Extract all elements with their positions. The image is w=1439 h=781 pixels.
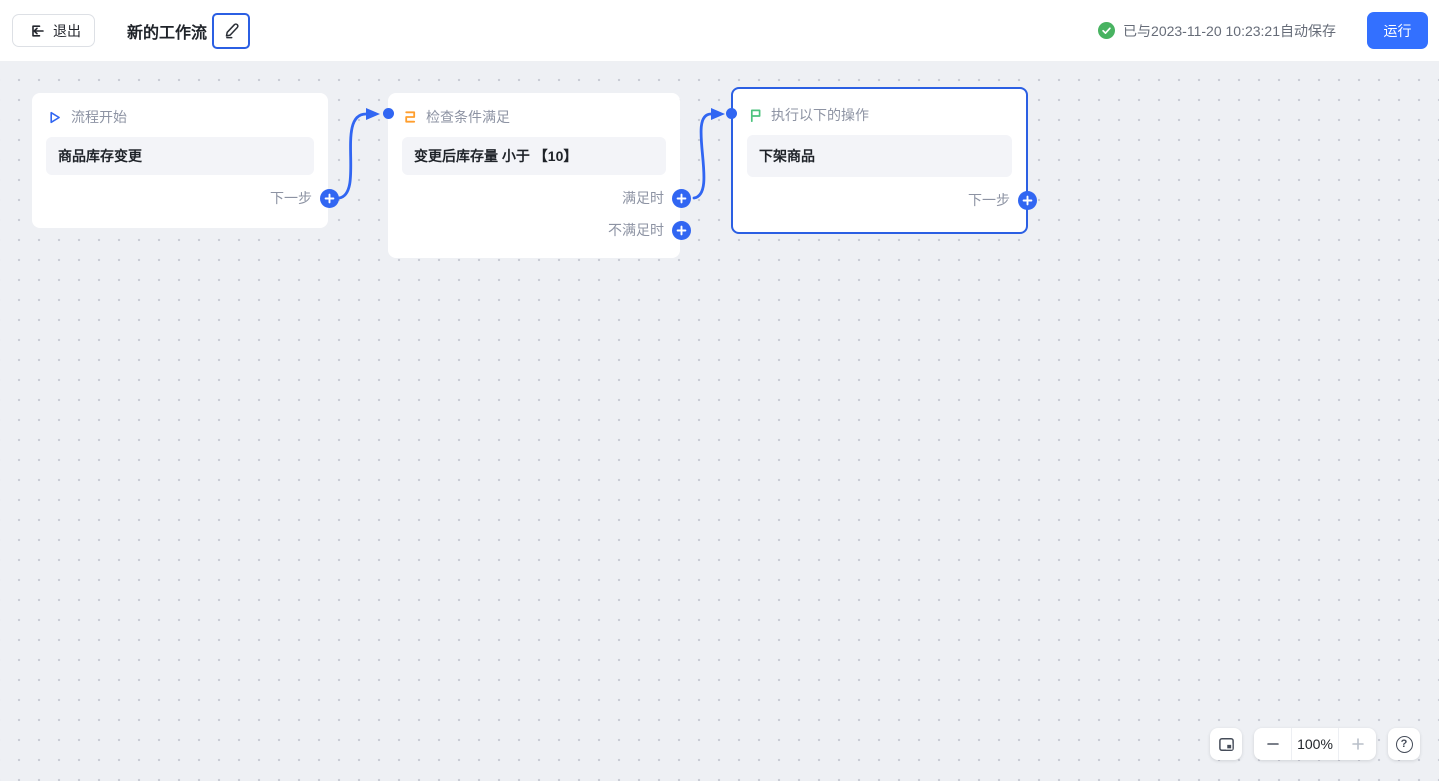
zoom-in-button[interactable] bbox=[1339, 728, 1376, 760]
play-icon bbox=[46, 109, 63, 126]
edit-title-button[interactable] bbox=[212, 12, 251, 49]
node-header-label: 检查条件满足 bbox=[426, 109, 510, 125]
exit-button[interactable]: 退出 bbox=[12, 14, 95, 47]
workflow-canvas[interactable]: 流程开始 商品库存变更 下一步 检查条件满足 变更后库存量 小于 【10】 bbox=[0, 62, 1439, 781]
zoom-out-button[interactable] bbox=[1254, 728, 1291, 760]
minus-icon bbox=[1266, 737, 1280, 751]
help-icon: ? bbox=[1395, 735, 1413, 753]
workflow-title: 新的工作流 bbox=[127, 24, 208, 42]
autosave-text: 已与2023-11-20 10:23:21自动保存 bbox=[1123, 22, 1336, 39]
action-row-label: 下一步 bbox=[968, 192, 1010, 208]
check-circle-icon bbox=[1098, 22, 1116, 39]
canvas-controls: 100% ? bbox=[1210, 728, 1420, 760]
node-condition[interactable]: 检查条件满足 变更后库存量 小于 【10】 满足时 不满足时 bbox=[388, 93, 691, 258]
node-content[interactable]: 商品库存变更 bbox=[46, 137, 314, 175]
action-row-label: 不满足时 bbox=[608, 222, 664, 238]
exit-icon bbox=[26, 21, 46, 41]
edge-condition-to-action bbox=[692, 108, 725, 200]
exit-button-label: 退出 bbox=[53, 22, 81, 39]
node-content[interactable]: 变更后库存量 小于 【10】 bbox=[402, 137, 666, 175]
fit-view-button[interactable] bbox=[1210, 728, 1242, 760]
plus-icon bbox=[1351, 737, 1365, 751]
add-next-step-button[interactable] bbox=[1018, 190, 1037, 210]
zoom-control: 100% bbox=[1254, 728, 1376, 760]
branch-icon bbox=[402, 109, 418, 125]
topbar: 退出 新的工作流 已与2023-11-20 10:23:21自动保存 运行 bbox=[0, 0, 1439, 62]
input-port-action bbox=[726, 108, 737, 119]
flag-icon bbox=[747, 107, 763, 123]
node-header-label: 执行以下的操作 bbox=[771, 107, 869, 123]
node-content[interactable]: 下架商品 bbox=[747, 135, 1012, 177]
node-trigger[interactable]: 流程开始 商品库存变更 下一步 bbox=[32, 93, 339, 228]
action-row-label: 满足时 bbox=[622, 190, 664, 206]
add-when-not-met-button[interactable] bbox=[672, 220, 691, 240]
edge-start-to-condition bbox=[337, 108, 380, 200]
add-when-met-button[interactable] bbox=[672, 188, 691, 208]
autosave-status: 已与2023-11-20 10:23:21自动保存 bbox=[1098, 21, 1336, 41]
fit-view-icon bbox=[1217, 735, 1236, 754]
action-row-label: 下一步 bbox=[270, 190, 312, 206]
node-header-label: 流程开始 bbox=[71, 109, 127, 125]
node-action[interactable]: 执行以下的操作 下架商品 下一步 bbox=[731, 87, 1037, 234]
run-button[interactable]: 运行 bbox=[1367, 12, 1428, 49]
input-port-condition bbox=[383, 108, 394, 119]
help-button[interactable]: ? bbox=[1388, 728, 1420, 760]
add-next-step-button[interactable] bbox=[320, 188, 339, 208]
zoom-level: 100% bbox=[1291, 728, 1339, 760]
pencil-icon bbox=[221, 20, 242, 41]
